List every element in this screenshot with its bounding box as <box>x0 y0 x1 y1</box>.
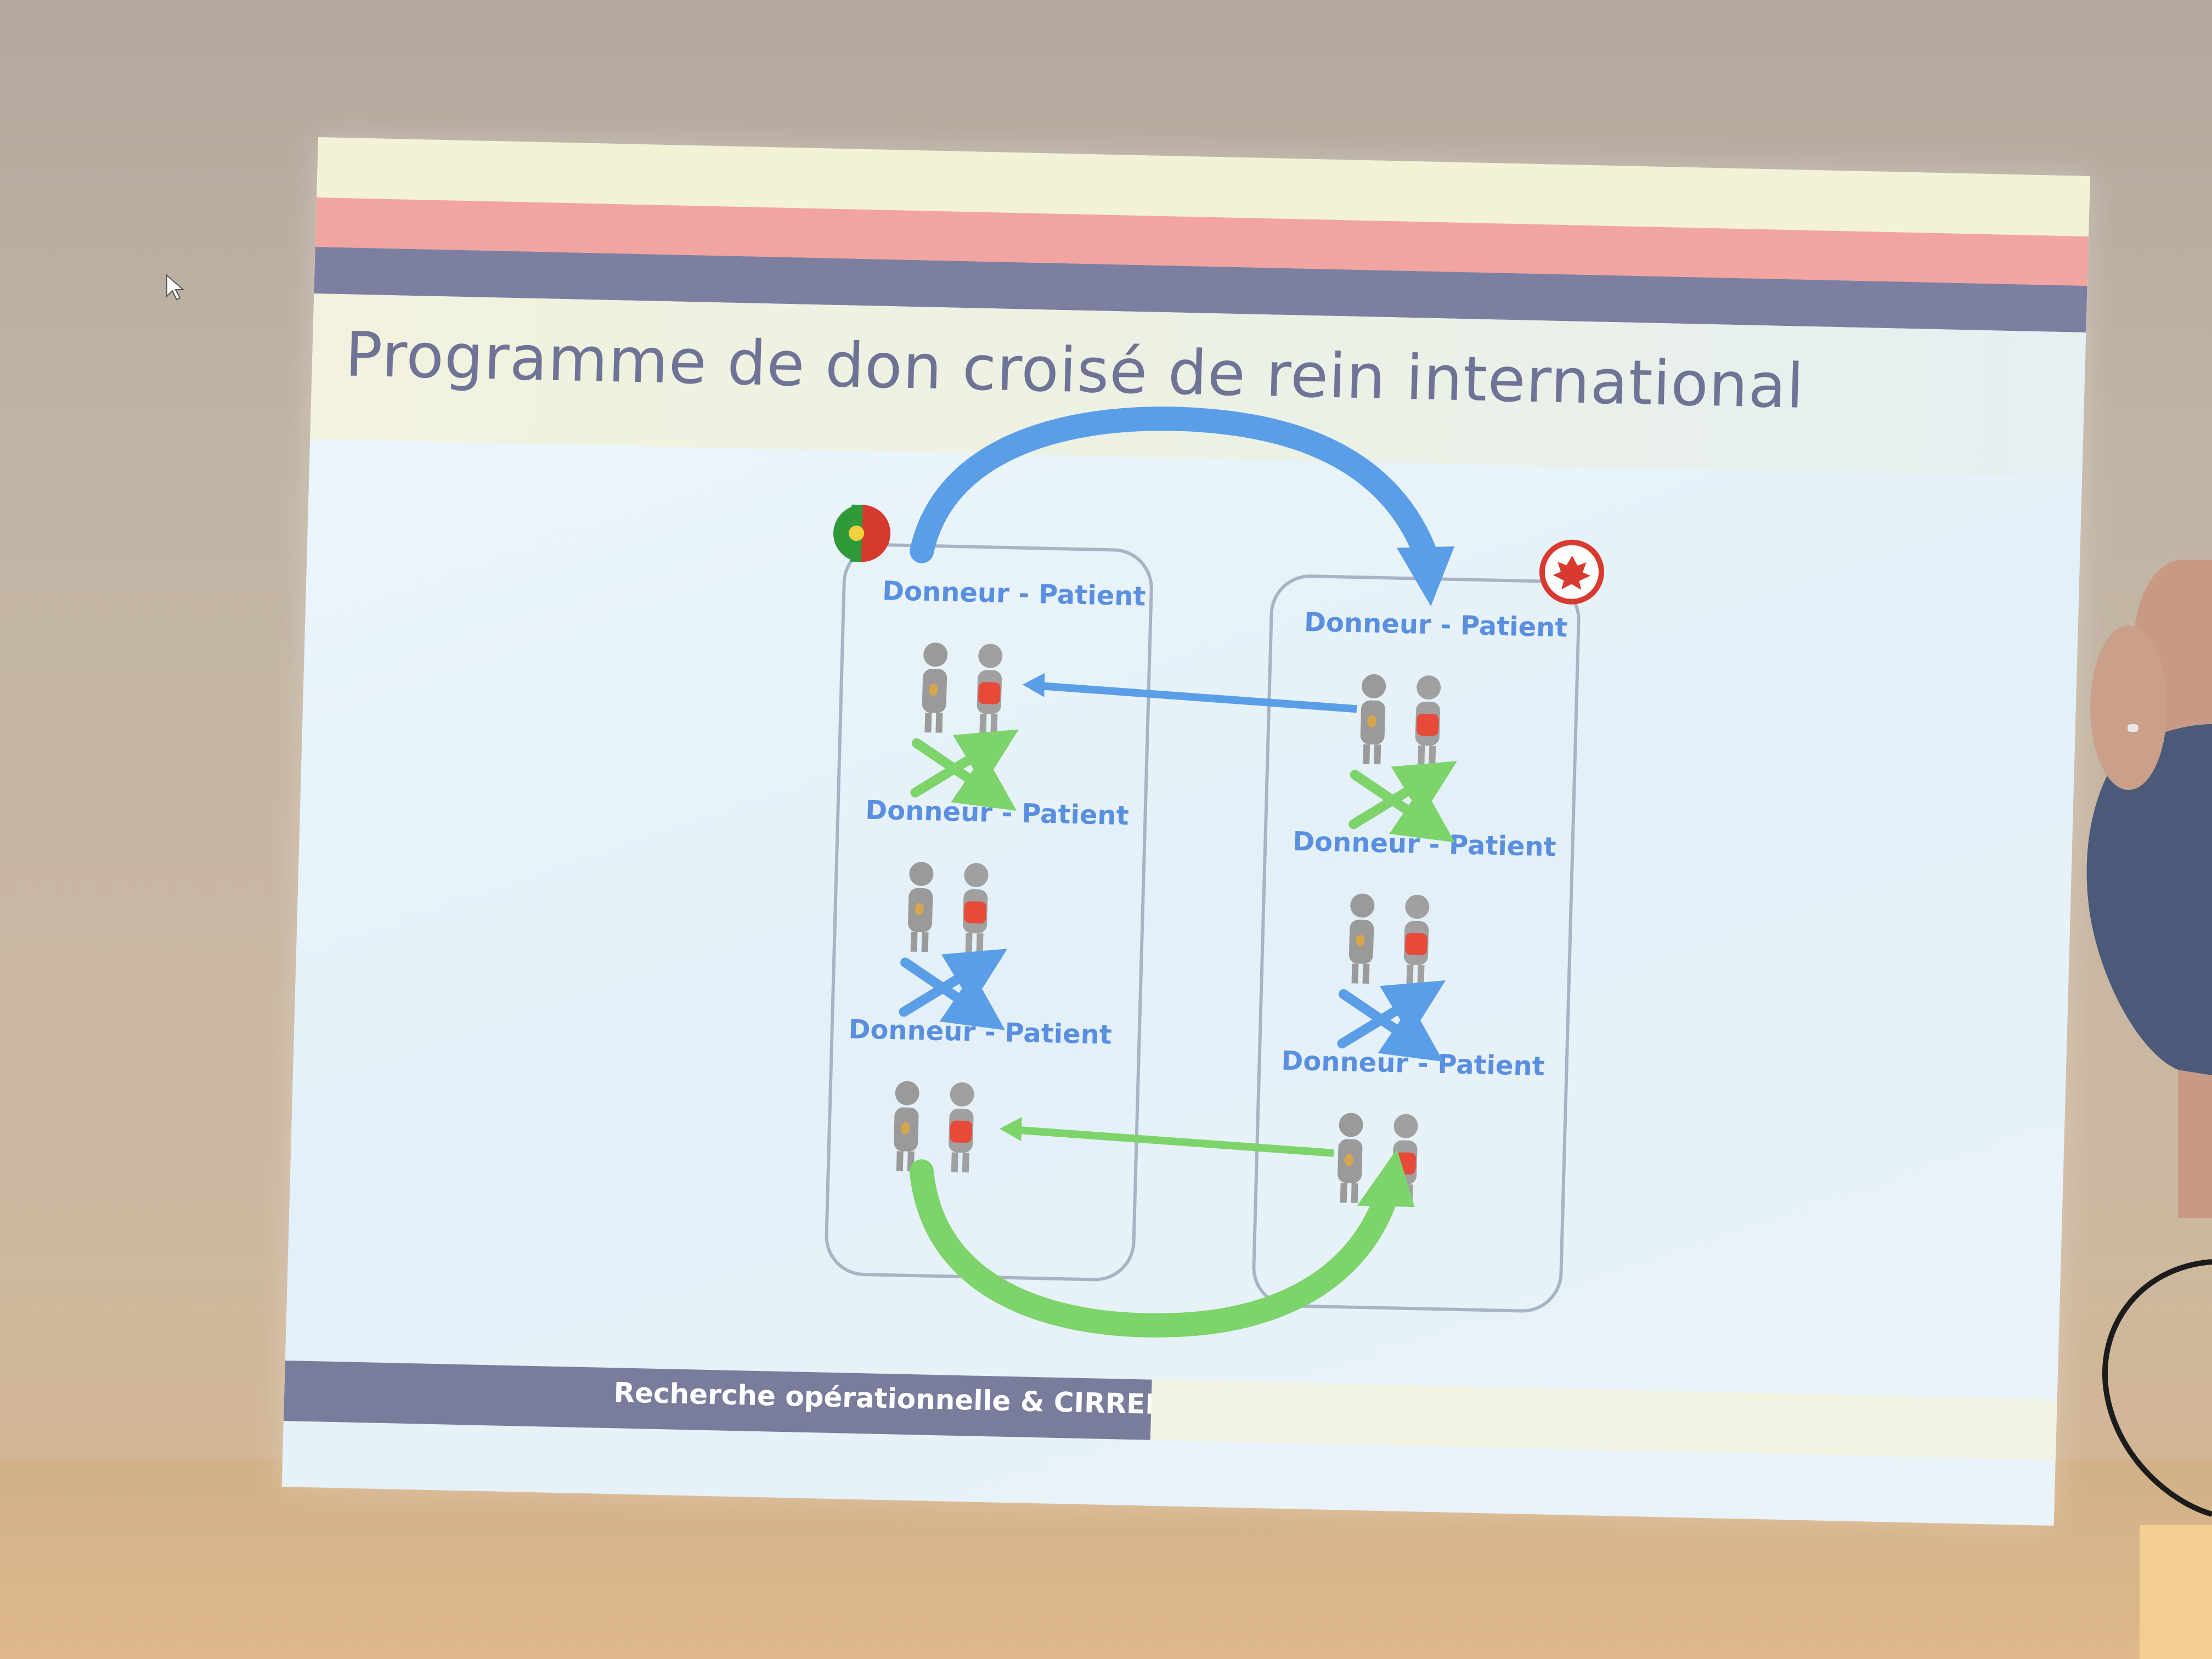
left-pair-3-label: Donneur - Patient <box>848 1014 1113 1051</box>
left-pair-1-people <box>921 642 1003 734</box>
green-curved-arrow <box>909 1149 1415 1338</box>
right-pair-2-label: Donneur - Patient <box>1293 826 1557 863</box>
right-green-cross-arrows <box>1348 761 1457 843</box>
left-pair-2-label: Donneur - Patient <box>865 795 1130 832</box>
left-pair-3-people <box>893 1081 975 1173</box>
blue-horizontal-arrow <box>1022 673 1357 713</box>
left-green-cross-arrows <box>910 729 1019 811</box>
right-pair-1-label: Donneur - Patient <box>1304 607 1568 644</box>
right-pair-1-people <box>1359 674 1441 766</box>
mouse-cursor-icon <box>166 274 185 301</box>
right-pair-3-label: Donneur - Patient <box>1281 1046 1545 1082</box>
left-pair-2-people <box>907 861 989 953</box>
portugal-flag-icon <box>833 504 891 562</box>
canada-flag-icon <box>1539 539 1604 605</box>
blue-curved-arrow <box>910 407 1455 607</box>
left-blue-cross-arrows <box>899 949 1008 1030</box>
microphone-cable <box>2102 1259 2212 1517</box>
kidney-exchange-diagram: Donneur - Patient Donneur - Patient Donn… <box>825 407 1604 1338</box>
corner-box <box>2140 1525 2212 1659</box>
green-horizontal-arrow <box>999 1117 1334 1157</box>
left-pair-1-label: Donneur - Patient <box>882 575 1147 612</box>
right-pair-2-people <box>1348 893 1430 985</box>
presenter-arm <box>2086 560 2212 1218</box>
right-blue-cross-arrows <box>1337 980 1446 1062</box>
projected-slide: Programme de don croisé de rein internat… <box>281 137 2090 1526</box>
